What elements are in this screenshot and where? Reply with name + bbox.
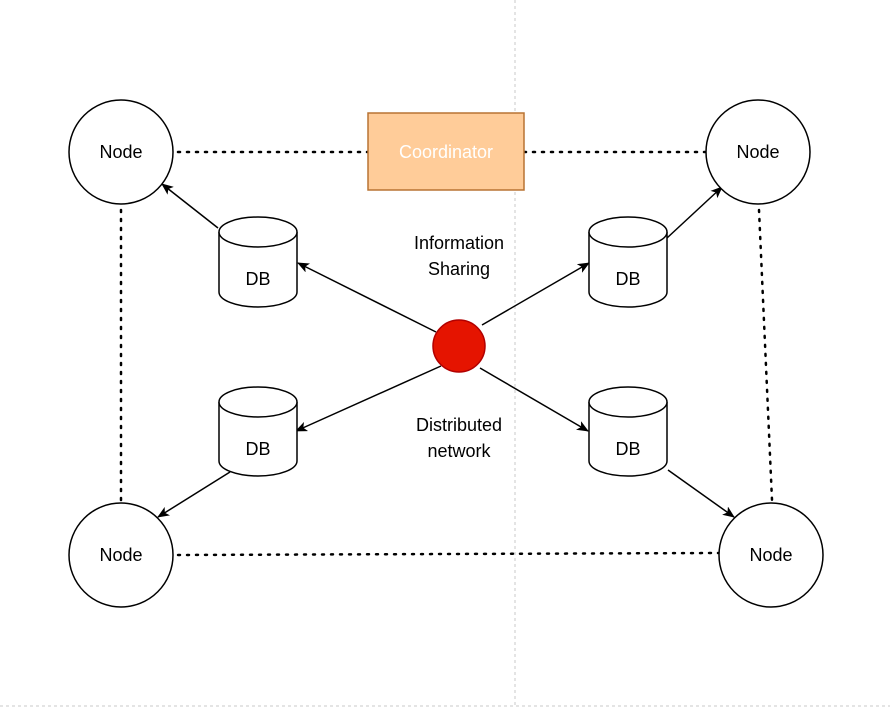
arrow-db-to-node-bottom-right xyxy=(667,469,735,518)
distributed-network-label-line1: Distributed xyxy=(416,415,502,435)
db-body xyxy=(218,402,298,477)
node-label: Node xyxy=(99,545,142,565)
db-bottom-right: DB xyxy=(588,386,668,477)
db-top xyxy=(218,216,298,248)
node-bottom-left: Node xyxy=(68,502,174,608)
dotted-link-bottom xyxy=(176,551,720,557)
db-label: DB xyxy=(615,269,640,289)
db-label: DB xyxy=(245,439,270,459)
db-top xyxy=(588,386,668,418)
db-label: DB xyxy=(245,269,270,289)
coordinator-box: Coordinator xyxy=(367,112,525,191)
node-top-left: Node xyxy=(68,99,174,205)
information-sharing-label-line1: Information xyxy=(414,233,504,253)
node-label: Node xyxy=(749,545,792,565)
arrow-hub-to-db-top-left xyxy=(297,262,437,333)
node-circle xyxy=(718,502,824,608)
node-label: Node xyxy=(99,142,142,162)
coordinator-rect xyxy=(367,112,525,191)
db-top-left: DB xyxy=(218,216,298,308)
db-body xyxy=(588,402,668,477)
node-circle xyxy=(705,99,811,205)
arrow-db-to-node-top-right xyxy=(666,186,723,239)
db-label: DB xyxy=(615,439,640,459)
node-bottom-right: Node xyxy=(718,502,824,608)
information-sharing-label-line2: Sharing xyxy=(428,259,490,279)
distributed-network-label-line2: network xyxy=(427,441,491,461)
coordinator-label: Coordinator xyxy=(399,142,493,162)
db-bottom-left: DB xyxy=(218,386,298,477)
node-circle xyxy=(68,502,174,608)
db-top-right: DB xyxy=(588,216,668,308)
arrow-hub-to-db-bottom-right xyxy=(479,367,589,432)
arrow-hub-to-db-bottom-left xyxy=(295,365,442,432)
node-top-right: Node xyxy=(705,99,811,205)
arrow-db-to-node-top-left xyxy=(161,183,219,229)
node-label: Node xyxy=(736,142,779,162)
arrows xyxy=(157,183,735,518)
db-top xyxy=(218,386,298,418)
arrow-db-to-node-bottom-left xyxy=(157,471,231,518)
dotted-links xyxy=(119,150,774,557)
db-body xyxy=(588,232,668,308)
db-body xyxy=(218,232,298,308)
arrow-hub-to-db-top-right xyxy=(481,262,590,326)
db-top xyxy=(588,216,668,248)
node-circle xyxy=(68,99,174,205)
network-hub xyxy=(432,319,486,373)
dotted-link-right xyxy=(757,208,774,502)
